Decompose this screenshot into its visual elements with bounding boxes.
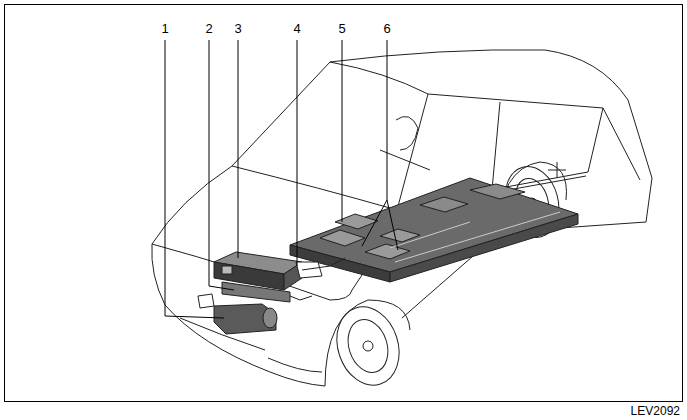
callout-number: 3 [233,22,242,35]
figure-code: LEV2092 [630,405,681,417]
battery-pack [290,178,578,282]
car-body [152,50,652,394]
frame [5,5,683,402]
callout-number: 4 [292,22,301,35]
callout-number: 5 [337,22,346,35]
leader-lines [165,40,398,318]
callout-number: 1 [160,22,169,35]
callout-number: 2 [204,22,213,35]
callout-number: 6 [382,22,391,35]
drive-components [198,252,345,334]
